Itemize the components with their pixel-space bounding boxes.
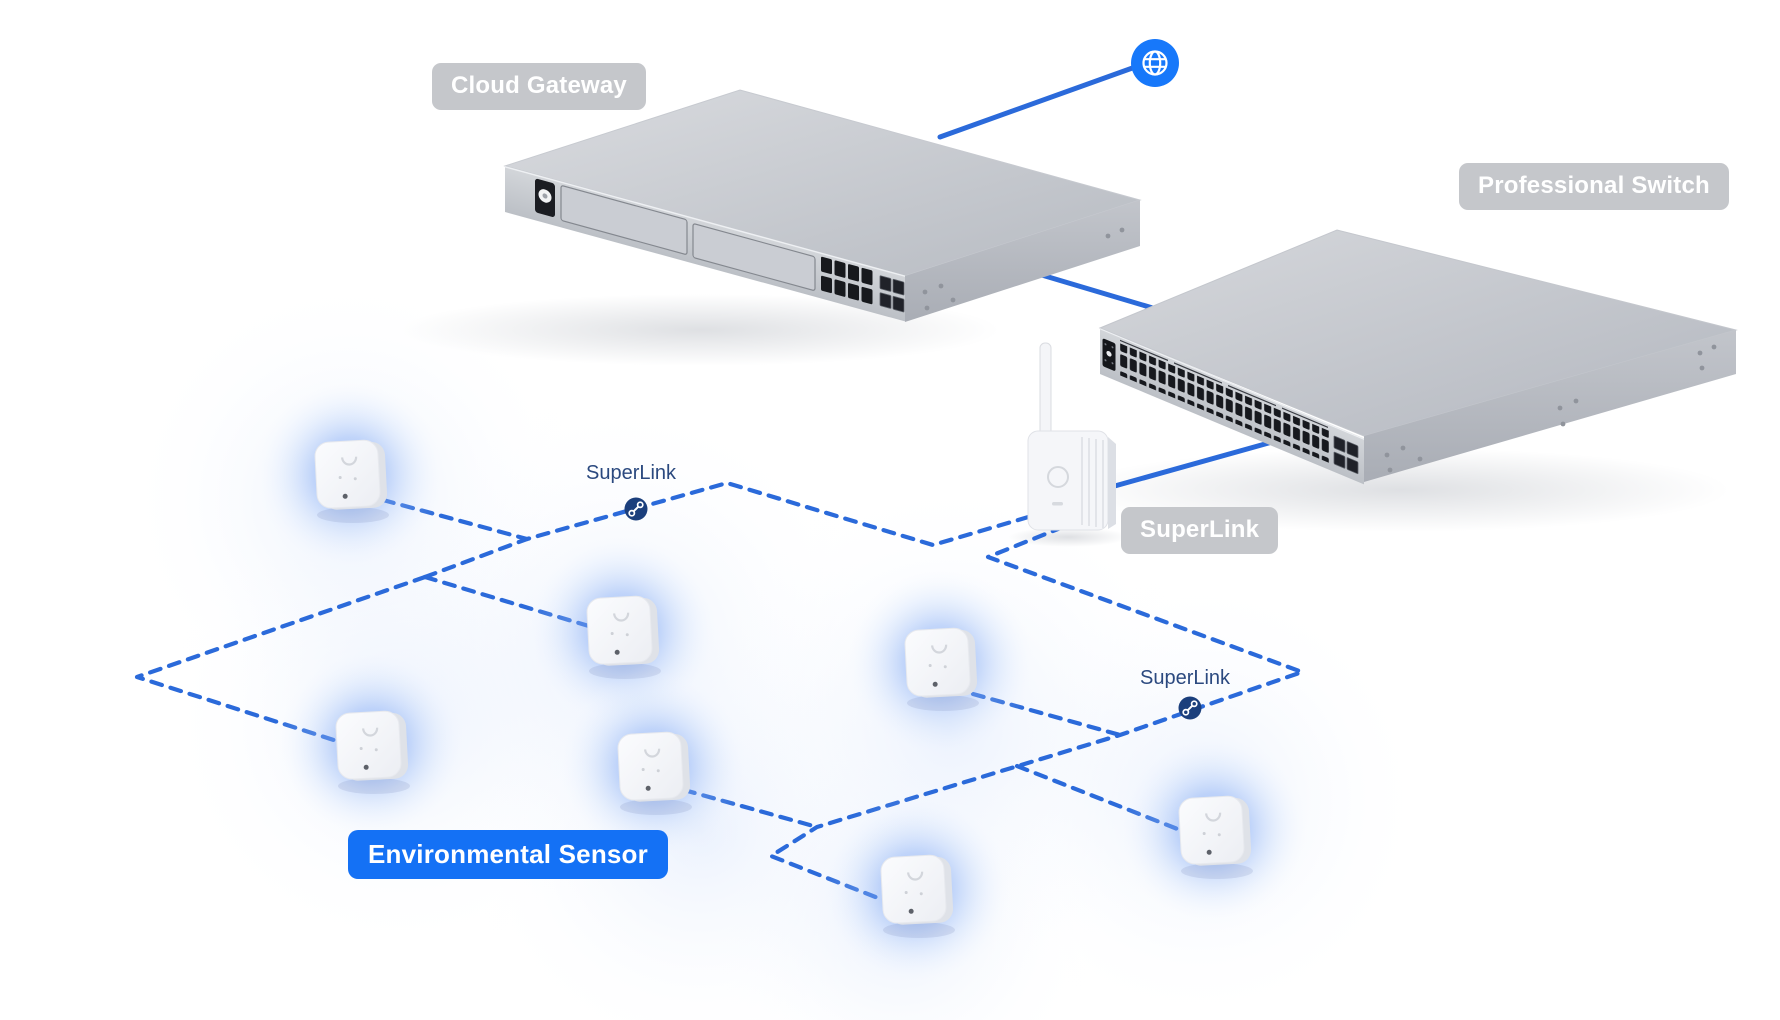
gateway-sfp-ports	[879, 275, 905, 313]
gateway-end-face	[905, 200, 1140, 322]
antenna-ridges	[1081, 437, 1104, 528]
sensor-1	[251, 375, 449, 573]
superlink-marker-text-1: SuperLink	[586, 462, 677, 484]
sensor-6	[817, 790, 1015, 988]
superlink-badge-2	[1178, 696, 1202, 720]
dashed-trunk-left-to-antenna	[422, 480, 1045, 580]
gateway-front-face	[505, 166, 905, 322]
uplink-switch-antenna	[1101, 434, 1293, 492]
switch-end-face	[1364, 330, 1736, 482]
cloud-gateway-label: Cloud Gateway	[432, 63, 646, 110]
antenna-logo-icon	[1047, 466, 1069, 488]
switch-front-face	[1100, 328, 1364, 485]
gateway-drive-bay	[692, 223, 816, 291]
sensor-3	[272, 646, 470, 844]
sensor-7	[1115, 731, 1313, 929]
link-icon	[628, 501, 644, 517]
internet-globe-icon	[1131, 39, 1179, 87]
superlink-antenna-device	[1027, 342, 1116, 531]
switch-rj45-ports	[1118, 342, 1330, 464]
superlink-marker-text-2: SuperLink	[1140, 667, 1231, 689]
switch-sfp-ports	[1333, 435, 1359, 475]
environmental-sensor-label: Environmental Sensor	[348, 830, 668, 880]
wired-uplinks	[937, 63, 1293, 492]
switch-screws	[1384, 344, 1717, 473]
antenna-side-face	[1108, 437, 1116, 529]
superlink-device-label: SuperLink	[1121, 507, 1279, 554]
professional-switch-label: Professional Switch	[1459, 163, 1729, 210]
uplink-gateway-switch	[1032, 270, 1169, 315]
antenna-stick	[1039, 342, 1052, 439]
link-icon	[1182, 700, 1198, 716]
switch-port-group-slits	[1120, 339, 1328, 429]
antenna-slot	[1052, 502, 1063, 506]
cloud-gateway-device	[503, 89, 1142, 322]
gateway-screws	[922, 227, 1125, 311]
gateway-drive-bay	[560, 185, 688, 255]
superlink-badge-1	[624, 497, 648, 521]
professional-switch-device	[1098, 229, 1738, 485]
uplink-gateway-internet	[937, 63, 1141, 140]
dashed-link-left-chevron	[134, 574, 428, 745]
sensor-5	[841, 563, 1039, 761]
gateway-rj45-ports	[821, 256, 873, 305]
